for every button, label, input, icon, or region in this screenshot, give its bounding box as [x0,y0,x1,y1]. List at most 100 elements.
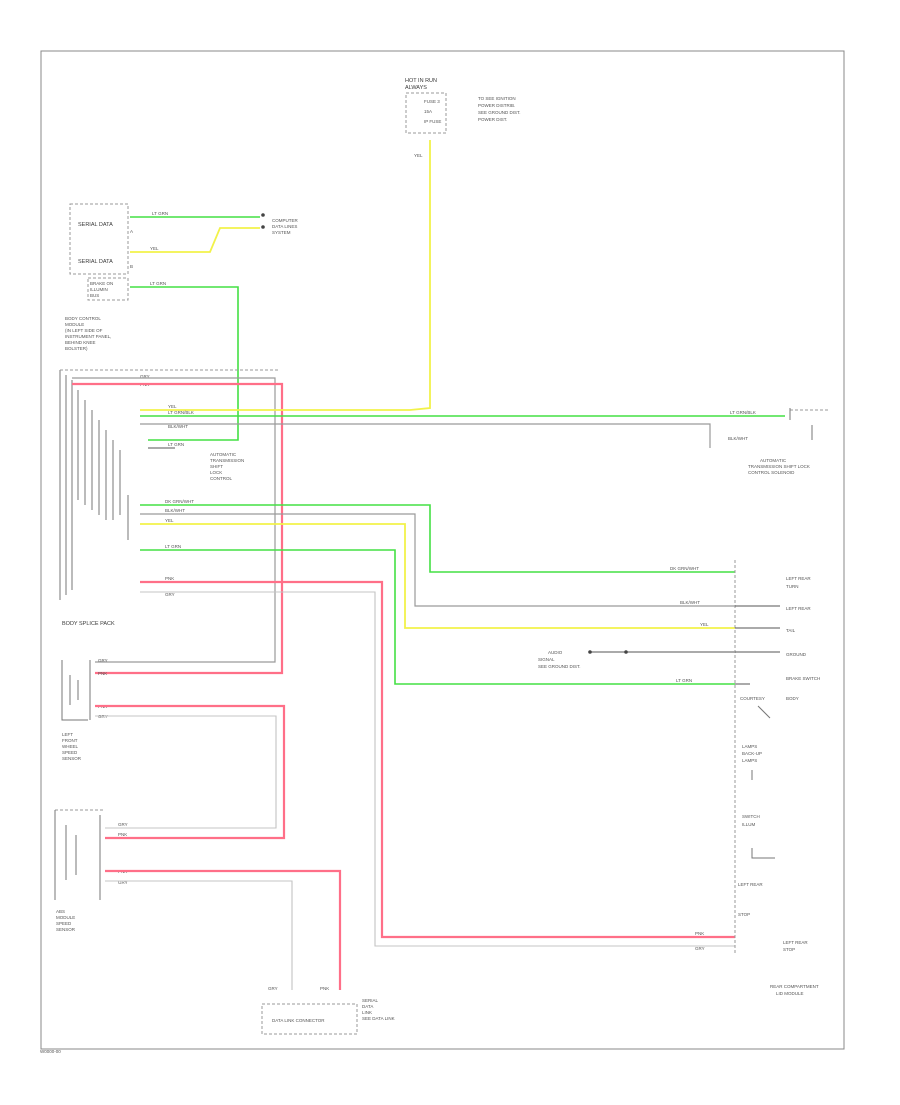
top-connector-line-2: 15A [424,109,432,114]
mid-note-4: LOCK [210,470,222,475]
mid-note-2: TRANSMISSION [210,458,244,463]
wire-label-yellow-ign: YEL [168,404,177,409]
serial-1-label: SERIAL DATA [78,222,113,228]
mid-note-1: AUTOMATIC [210,452,237,457]
wire-green-brake [140,549,735,685]
wire-dkgreen-turn [140,504,735,573]
rm-label-15: STOP [738,912,750,917]
dlc-note-1: SERIAL [362,998,379,1003]
sensor1-pin-pnk: PNK [98,671,107,676]
wire-label-gray-sol: BLK/WHT [168,424,188,429]
rm-label-11: LAMPS [742,758,757,763]
data-dest-3: SYSTEM [272,230,291,235]
wire-label-gray-turn: BLK/WHT [165,508,185,513]
top-connector-wire-label: YEL [414,153,423,158]
rm-label-7: BODY [786,696,799,701]
wire-yellow-ignition [140,140,431,411]
sensor2-label-1: ABS [56,909,65,914]
rm-title-1: REAR COMPARTMENT [770,984,819,989]
wire-gray-sensor-loop [95,715,277,829]
wire-label-lgray-data: GRY [165,592,175,597]
right-top-3: CONTROL SOLENOID [748,470,795,475]
left-data-box-1: BRAKE ON [90,281,113,286]
rm-label-17: STOP [783,947,795,952]
splice-left-label: BODY SPLICE PACK [62,621,115,627]
rm-label-6: BRAKE SWITCH [786,676,820,681]
sensor2-pin-gry: GRY [118,822,128,827]
serial-1-pin: A [130,229,133,234]
bcm-line-6: BOLSTER) [65,346,88,351]
wire-brake-green [130,286,239,441]
diagram-frame [40,50,845,1050]
rm-label-3: LEFT REAR [786,606,811,611]
sensor1-label-2: FRONT [62,738,78,743]
bcm-line-4: INSTRUMENT PANEL, [65,334,111,339]
wire-label-green-sol-right: LT GRN/BLK [730,410,756,415]
top-connector: HOT IN RUN ALWAYS FUSE 3 15A IP FUSE TO … [405,78,521,158]
wire-pink-data [140,580,735,939]
rm-label-4: TAIL [786,628,796,633]
wire-label-yellow-tail: YEL [165,518,174,523]
wire-lgray-data [140,591,735,947]
top-connector-line-1: FUSE 3 [424,99,440,104]
rm-label-12: SWITCH [742,814,760,819]
dlc-note-4: SEE DATA LINK [362,1016,395,1021]
body-control-label: BODY CONTROL MODULE (IN LEFT SIDE OF INS… [65,316,111,351]
sensor1-label-5: SENSOR [62,756,82,761]
wire-label-green-brake: LT GRN [165,544,181,549]
bcm-line-2: MODULE [65,322,84,327]
wire-gray-turn [140,513,735,607]
data-dest-2: DATA LINES [272,224,297,229]
sensor2-pin-pnk: PNK [118,832,127,837]
wire-label-brake-green: LT GRN [150,281,166,286]
rm-title-2: LID MODULE [776,991,804,996]
wire-label-serial-green: LT GRN [152,211,168,216]
shift-lock-note: AUTOMATIC TRANSMISSION SHIFT LOCK CONTRO… [210,452,244,481]
wire-label-black-shift: LT GRN [168,442,184,447]
rm-label-16: LEFT REAR [783,940,808,945]
rm-label-5: GROUND [786,652,807,657]
wire-label-pink-data-right: PNK [695,931,704,936]
wire-label-gray-sol-right: BLK/WHT [728,436,748,441]
sensor1-pin-gry: GRY [98,658,108,663]
top-connector-line-3: IP FUSE [424,119,441,124]
dlc-pin-gry: GRY [268,986,278,991]
wire-gray-dlc [105,880,293,990]
wire-label-serial-yellow: YEL [150,246,159,251]
rm-label-13: ILLUM [742,822,756,827]
bcm-pin-gry: GRY [140,374,150,379]
serial-data-connectors: SERIAL DATA A SERIAL DATA B BRAKE ON ILL… [69,203,299,301]
dlc-note-2: DATA [362,1004,373,1009]
shift-lock-solenoid: AUTOMATIC TRANSMISSION SHIFT LOCK CONTRO… [748,408,830,475]
top-connector-note-4: POWER DIST. [478,117,507,122]
rm-label-14: LEFT REAR [738,882,763,887]
wire-yellow-tail [140,523,735,629]
dlc-pin-pnk: PNK [320,986,329,991]
bcm-line-1: BODY CONTROL [65,316,101,321]
rm-label-1: LEFT REAR [786,576,811,581]
right-top-1: AUTOMATIC [760,458,787,463]
top-connector-note-1: TO SEE IGNITION [478,96,516,101]
sensor2-pin-gry2: GRY [118,880,128,885]
ground-note-3: SEE GROUND DIST. [538,664,581,669]
data-dest-1: COMPUTER [272,218,299,223]
sensor2-label-3: SPEED [56,921,72,926]
wire-pink-dlc [105,869,342,990]
serial-2-pin: B [130,264,133,269]
wire-pink-top-loop [72,382,284,675]
sensor1-label-1: LEFT [62,732,73,737]
data-link-connector: GRY PNK DATA LINK CONNECTOR SERIAL DATA … [261,986,395,1035]
wire-label-yellow-tail-right: YEL [700,622,709,627]
dlc-note-3: LINK [362,1010,372,1015]
wire-label-green-sol: LT GRN/BLK [168,410,194,415]
wire-pink-sensor-loop [95,704,286,840]
wire-label-dkgreen-turn: DK GRN/WHT [165,499,194,504]
top-connector-note-3: SEE GROUND DIST. [478,110,521,115]
top-connector-title: HOT IN RUN [405,78,437,84]
wire-label-pink-data: PNK [165,576,174,581]
sensor2-label-2: MODULE [56,915,75,920]
left-wheel-sensor-1: GRY PNK PNK GRY LEFT FRONT WHEEL SPEED S… [61,658,108,761]
sensor1-label-4: SPEED [62,750,78,755]
left-data-box-3: BUS [90,293,99,298]
